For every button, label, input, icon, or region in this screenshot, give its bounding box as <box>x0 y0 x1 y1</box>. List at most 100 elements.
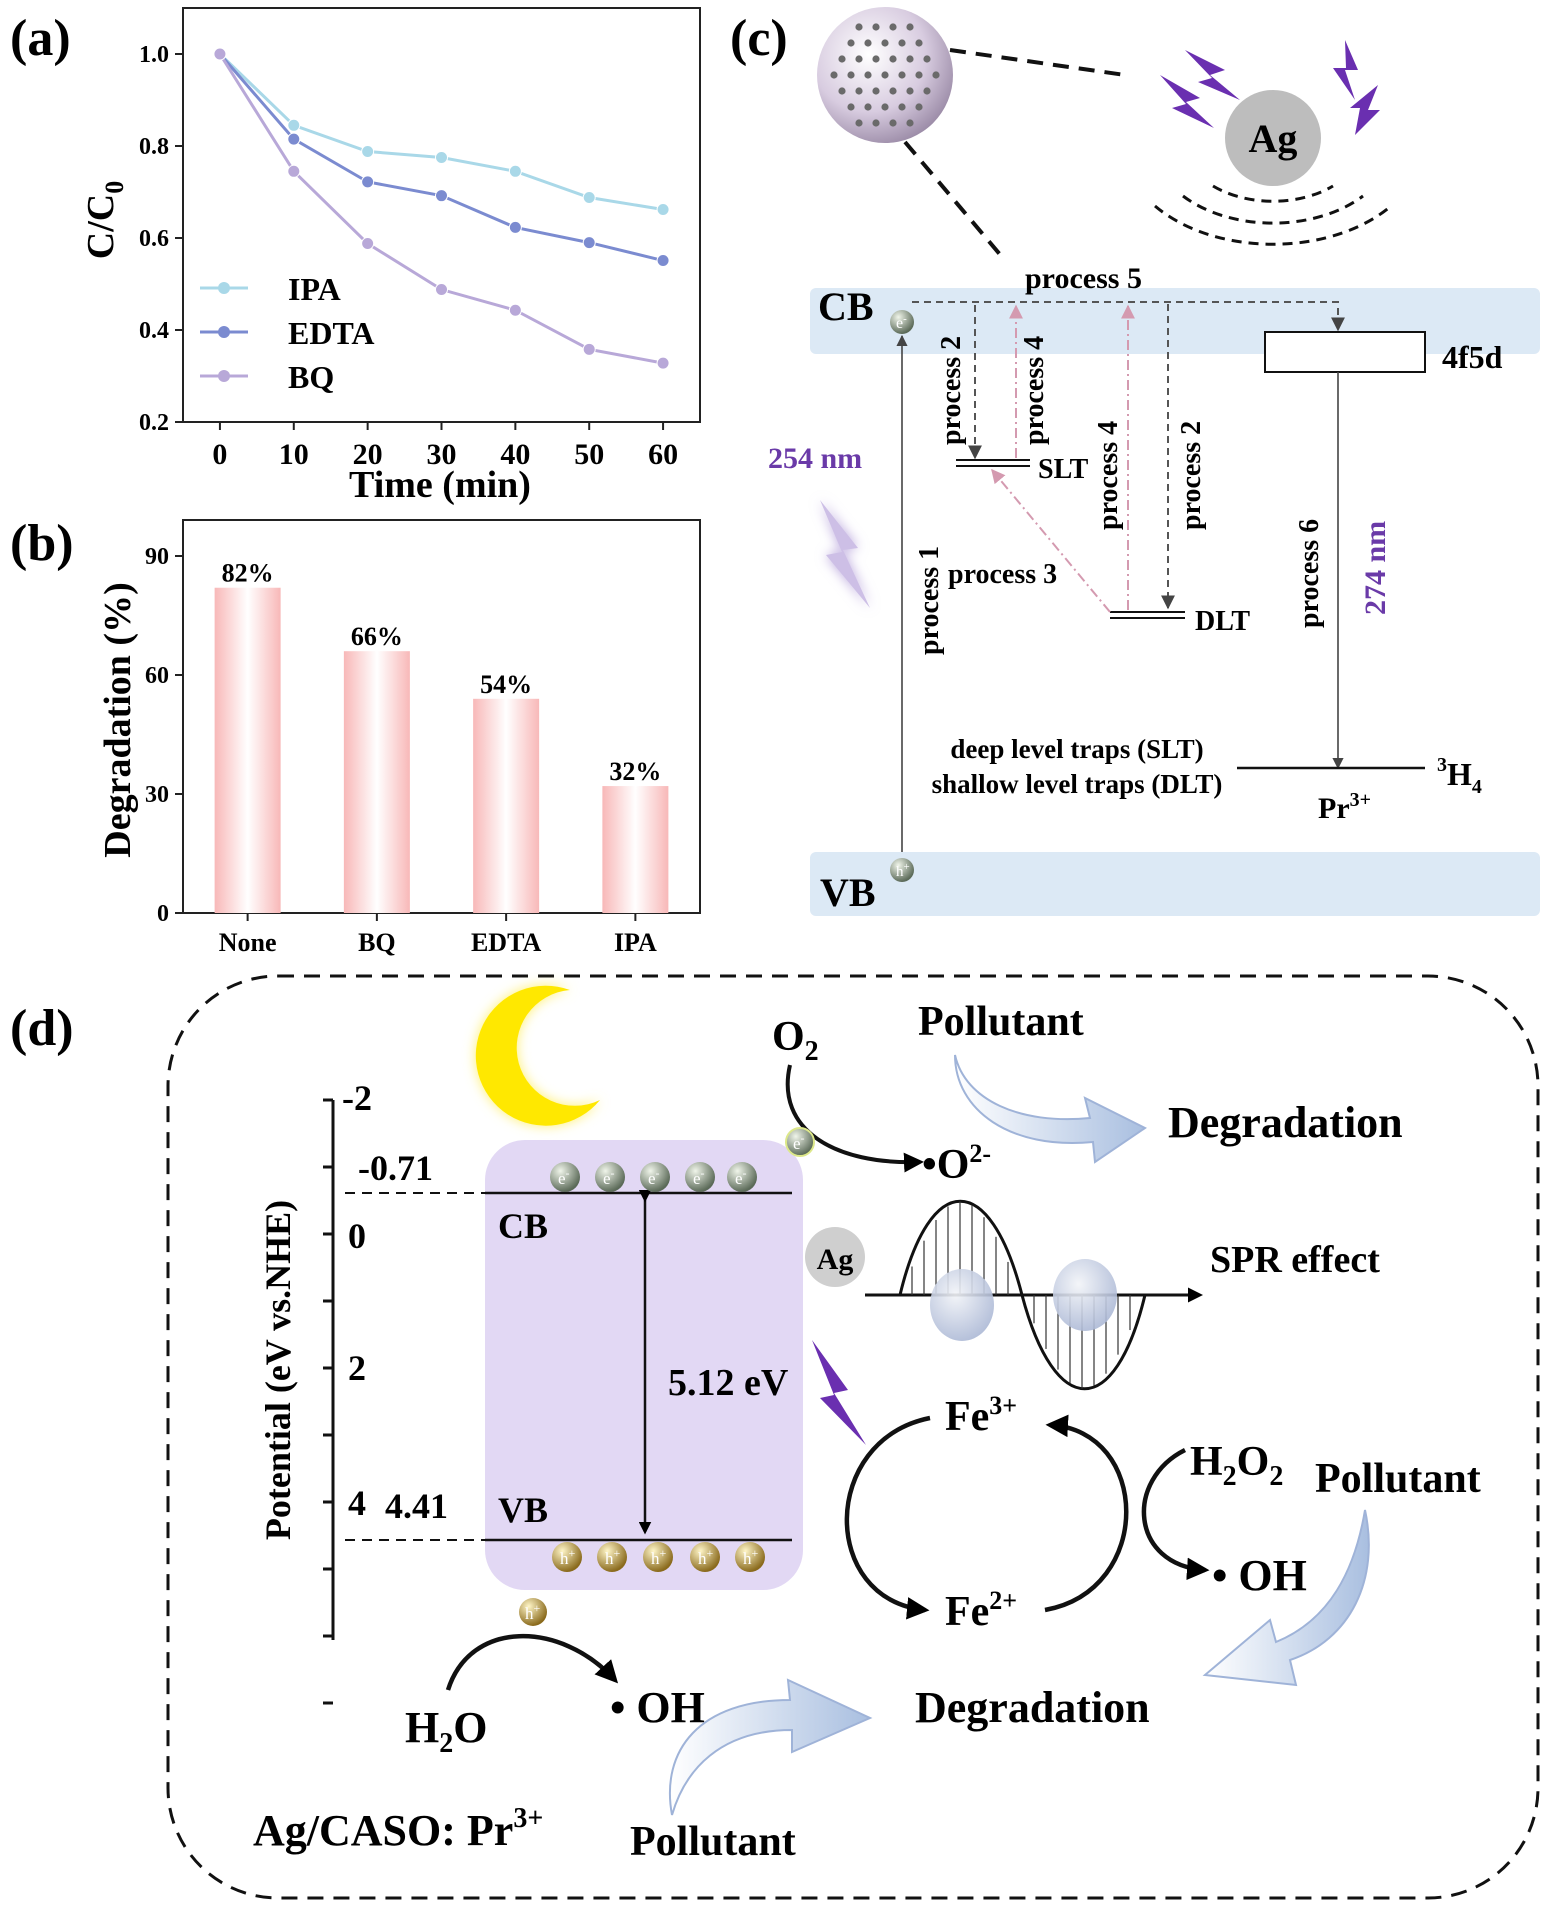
sphere-dot <box>881 71 889 79</box>
hole-icon <box>519 1598 547 1626</box>
electron-label-c: e- <box>896 313 907 332</box>
electron-icon <box>727 1162 757 1192</box>
o2-reduction-arrow <box>785 1064 924 1173</box>
fe-cycle-left-arrow <box>844 1415 931 1620</box>
chart-a-xtick-label: 50 <box>574 438 604 471</box>
h2o2-label: H2O2 <box>1190 1439 1283 1492</box>
potential-axis-ticks <box>323 1098 333 1705</box>
tick-2: 2 <box>348 1348 366 1388</box>
nm254-label: 254 nm <box>768 442 862 475</box>
ag-particle <box>1225 90 1321 186</box>
slt-label: SLT <box>1038 454 1089 485</box>
electron-icon <box>550 1162 580 1192</box>
chart-b-data-label: 66% <box>351 622 403 651</box>
cb-band-c <box>810 288 1540 354</box>
hole-icon <box>643 1542 673 1572</box>
chart-a-legend-marker <box>218 370 230 382</box>
h2o-oxidation-arrow <box>445 1634 619 1691</box>
chart-a-point <box>287 118 301 132</box>
panel-c-label: (c) <box>730 10 788 67</box>
chart-a-point <box>361 175 375 189</box>
sphere-dot <box>915 39 923 47</box>
hole-icon <box>552 1542 582 1572</box>
electron-icon <box>685 1162 715 1192</box>
chart-a-point <box>287 164 301 178</box>
trap-legend-line1: deep level traps (SLT) <box>950 734 1203 764</box>
sphere-dot <box>864 39 872 47</box>
vb-value: 4.41 <box>385 1486 448 1526</box>
process4-right-label: process 4 <box>1093 421 1124 530</box>
fe-cycle-right-arrow <box>1044 1414 1129 1613</box>
cb-electrons: e-e-e-e-e- <box>550 1162 757 1192</box>
chart-a-xtick-label: 40 <box>500 438 530 471</box>
hole-icon <box>690 1542 720 1572</box>
pollutant-top-label: Pollutant <box>918 999 1084 1045</box>
curved-arrow-bottom <box>668 1678 873 1816</box>
bandgap-label: 5.12 eV <box>668 1362 789 1404</box>
process5-label: process 5 <box>1025 262 1142 295</box>
chart-a-legend-marker <box>218 282 230 294</box>
chart-a-frame <box>182 7 701 423</box>
chart-a-point <box>656 202 670 216</box>
sphere-ag-dots <box>830 23 940 127</box>
sphere-dot <box>838 55 846 63</box>
dlt-label: DLT <box>1195 606 1250 637</box>
chart-a-point <box>508 220 522 234</box>
ag-wave-2 <box>1182 194 1364 225</box>
process1-label: process 1 <box>914 546 945 655</box>
sphere-dot <box>906 23 914 31</box>
vb-band-c <box>810 852 1540 916</box>
sphere-dot <box>881 103 889 111</box>
ag-wave-1 <box>1212 184 1334 203</box>
chart-a-ytick-label: 1.0 <box>139 42 169 68</box>
chart-a-xtick-label: 20 <box>353 438 383 471</box>
process4-left-label: process 4 <box>1019 336 1050 445</box>
sphere-dot <box>889 87 897 95</box>
o2-label: O2 <box>772 1014 819 1067</box>
chart-a-point <box>582 236 596 250</box>
h2o-label: H2O <box>405 1703 487 1759</box>
process5-arrow <box>912 301 1345 332</box>
chart-a-point <box>287 132 301 146</box>
chart-a-legend-label: EDTA <box>288 315 375 351</box>
chart-b-xtick-label: EDTA <box>471 928 542 957</box>
chart-b-bar <box>343 651 410 913</box>
chart-a-ytick-label: 0.6 <box>139 226 169 252</box>
electron-label: e- <box>693 1166 705 1188</box>
chart-a-point <box>213 47 227 61</box>
curved-arrow-right <box>1202 1509 1370 1687</box>
hole-label-c: h+ <box>896 861 910 880</box>
hole-icon <box>735 1542 765 1572</box>
chart-b-data-label: 32% <box>609 757 661 786</box>
cb-label-d: CB <box>498 1206 548 1246</box>
chart-b-data-label: 82% <box>222 559 274 588</box>
chart-b-xtick-label: BQ <box>358 928 396 957</box>
chart-b-bar <box>214 587 281 913</box>
spr-particle-1 <box>930 1269 994 1341</box>
electron-label-o2: e- <box>793 1131 805 1153</box>
level-4f5d-label: 4f5d <box>1442 339 1503 375</box>
sphere-dot <box>847 103 855 111</box>
panel-d-border <box>166 974 1540 1900</box>
chart-a-xtick-label: 30 <box>427 438 457 471</box>
superoxide-label: •O2- <box>922 1139 991 1188</box>
chart-a-xlabel: Time (min) <box>349 464 531 506</box>
moon-icon <box>475 985 600 1126</box>
pollutant-bottom-label: Pollutant <box>630 1819 796 1865</box>
chart-a-point <box>582 191 596 205</box>
chart-a-legend-label: IPA <box>288 271 341 307</box>
process2-left-label: process 2 <box>936 336 967 445</box>
lightning-icon <box>812 1340 866 1445</box>
sphere-dot <box>923 87 931 95</box>
fe3-label: Fe3+ <box>945 1391 1017 1440</box>
process3-label: process 3 <box>948 559 1057 590</box>
sphere-dot <box>847 71 855 79</box>
chart-b-bar <box>602 786 669 913</box>
tick-m2: -2 <box>342 1078 372 1118</box>
sphere-dot <box>923 55 931 63</box>
fe2-label: Fe2+ <box>945 1586 1017 1635</box>
panel-a-label: (a) <box>10 10 71 67</box>
